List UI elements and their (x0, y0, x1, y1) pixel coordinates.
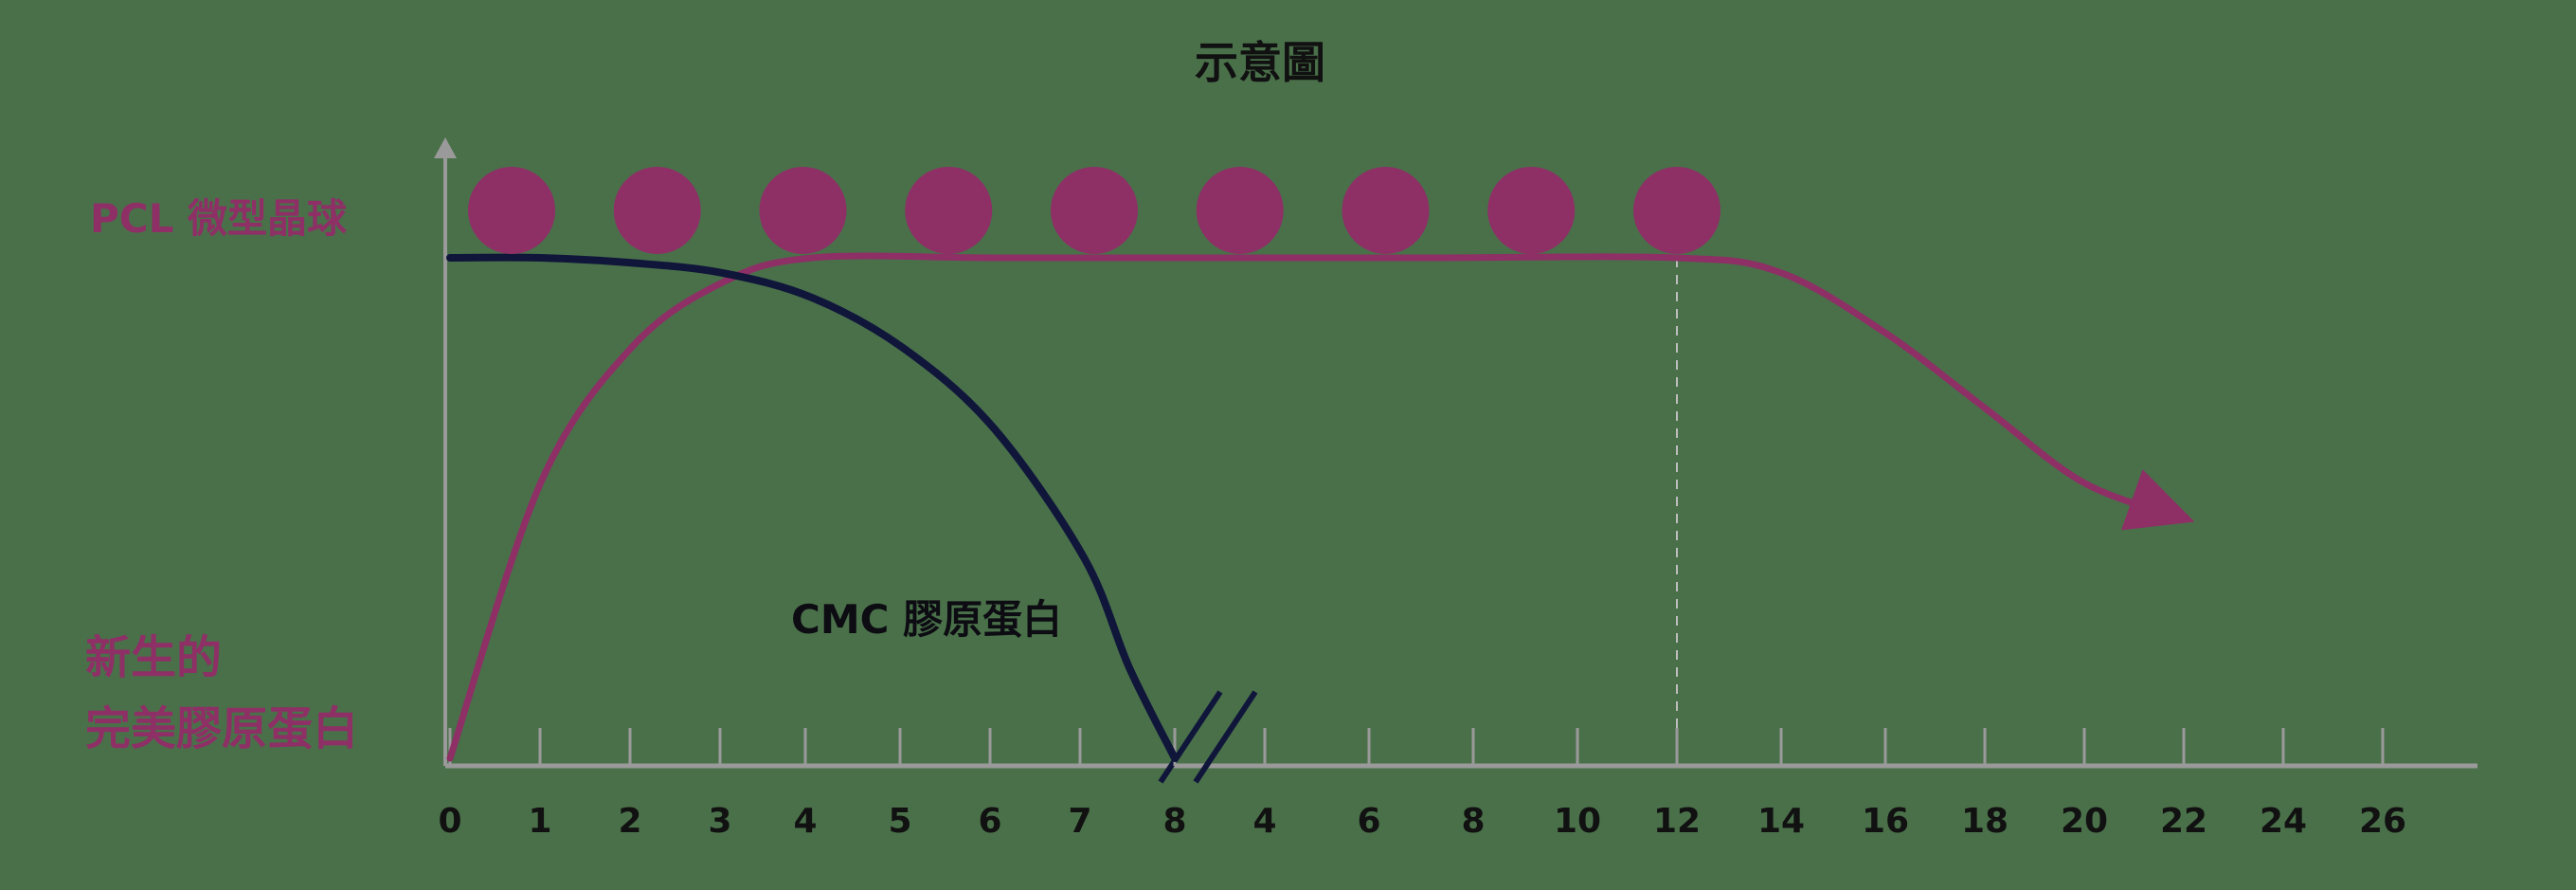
pcl-microsphere-marker (1051, 167, 1138, 254)
x-tick-label: 24 (2260, 802, 2307, 841)
pcl-markers (468, 167, 1720, 254)
x-tick-label: 14 (1757, 802, 1805, 841)
pcl-label: PCL 微型晶球 (90, 195, 348, 242)
x-tick-label: 10 (1554, 802, 1601, 841)
pcl-microsphere-marker (1342, 167, 1430, 254)
new-collagen-label-line2: 完美膠原蛋白 (85, 702, 358, 755)
x-tick-label: 8 (1162, 802, 1186, 841)
x-tick-label: 18 (1961, 802, 2009, 841)
x-tick-label: 8 (1461, 802, 1485, 841)
x-tick-label: 7 (1068, 802, 1091, 841)
x-tick-label: 5 (888, 802, 911, 841)
x-tick-label: 20 (2061, 802, 2108, 841)
new-collagen-label-line1: 新生的 (85, 631, 222, 684)
axis-break-mark (1193, 690, 1258, 784)
pcl-microsphere-marker (1196, 167, 1284, 254)
pcl-microsphere-marker (468, 167, 555, 254)
pcl-microsphere-line (446, 252, 2188, 762)
x-tick-label: 22 (2160, 802, 2207, 841)
x-tick-label: 1 (528, 802, 551, 841)
x-tick-label: 3 (708, 802, 731, 841)
axes (434, 137, 2477, 784)
pcl-microsphere-marker (1633, 167, 1720, 254)
x-tick-label: 4 (1252, 802, 1276, 841)
pcl-microsphere-marker (759, 167, 847, 254)
pcl-microsphere-marker (613, 167, 701, 254)
x-tick-label: 12 (1653, 802, 1701, 841)
series-layer (446, 252, 2195, 762)
x-tick-label: 2 (618, 802, 641, 841)
pcl-microsphere-marker (1487, 167, 1576, 254)
x-tick-label: 6 (978, 802, 1001, 841)
pcl-microsphere-marker (905, 167, 993, 254)
x-tick-label: 4 (793, 802, 817, 841)
cmc-collagen-line (446, 253, 1179, 762)
cmc-label: CMC 膠原蛋白 (791, 596, 1062, 643)
axis-break-mark (1158, 690, 1223, 784)
x-tick-label: 16 (1862, 802, 1909, 841)
chart-title: 示意圖 (1195, 37, 1325, 88)
x-tick-label: 26 (2359, 802, 2406, 841)
pcl-arrowhead (2121, 469, 2195, 531)
x-tick-label: 0 (438, 802, 461, 841)
x-tick-label: 6 (1357, 802, 1380, 841)
y-axis-arrow (434, 137, 457, 158)
x-axis-ticks (448, 728, 2385, 766)
